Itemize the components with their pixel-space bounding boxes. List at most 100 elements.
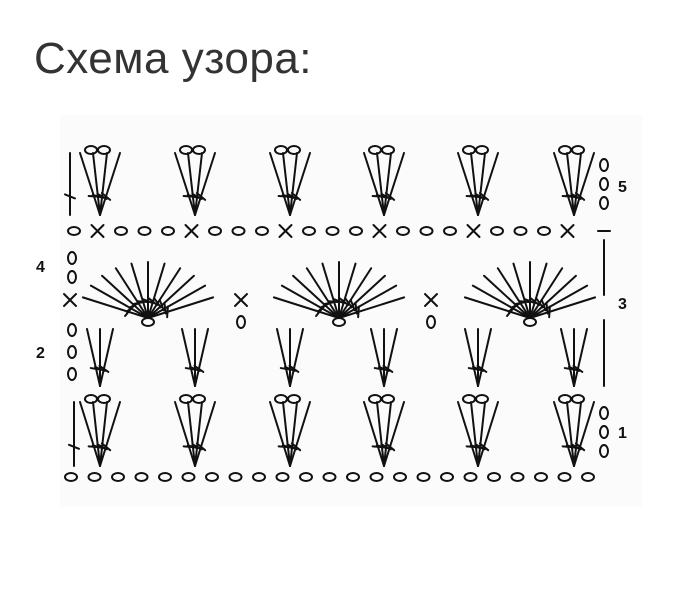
row-label-2: 2 [36,345,45,362]
double-crochet [572,328,588,387]
foundation-chain [510,472,525,482]
chain-stitch [161,226,175,236]
row-label-3: 3 [618,296,627,313]
double-crochet [194,401,216,467]
foundation-chain [463,472,478,482]
single-crochet [372,224,387,238]
foundation-chain [87,472,102,482]
chain-stitch [475,394,489,404]
chain-stitch [332,317,346,327]
chain-stitch [443,226,457,236]
chain-stitch [537,226,551,236]
chain-stitch [84,145,98,155]
row-label-1: 1 [618,425,627,442]
chain-stitch [558,145,572,155]
single-crochet [560,224,575,238]
chain-stitch [513,226,528,236]
chain-stitch [179,394,193,404]
turning-chain [67,251,77,265]
foundation-chain [322,472,337,482]
chain-stitch [349,226,363,236]
double-crochet [289,152,311,216]
foundation-chain [205,472,219,482]
chain-stitch [67,226,81,236]
foundation-chain [111,472,125,482]
double-crochet [378,328,390,387]
chain-stitch [137,226,152,236]
double-crochet [284,328,296,387]
turning-chain [599,158,609,172]
double-crochet [142,261,154,319]
row-label-4: 4 [36,259,45,276]
foundation-chain [416,472,431,482]
double-crochet [321,262,341,319]
chain-stitch [419,226,434,236]
chain-stitch [381,394,395,404]
turning-chain [599,406,609,420]
chain-stitch [523,317,537,327]
foundation-chain [158,472,172,482]
chain-stitch [97,394,111,404]
page-title: Схема узора: [34,34,313,83]
foundation-chain [275,472,290,482]
foundation-chain [487,472,501,482]
chain-stitch [325,226,340,236]
turning-chain [599,444,609,458]
foundation-chain [581,472,595,482]
chain-stitch [475,145,489,155]
chain-stitch [141,317,155,327]
chain-stitch [179,145,193,155]
single-crochet [184,224,199,238]
foundation-chain [393,472,407,482]
chain-stitch [302,226,316,236]
double-crochet [68,401,80,467]
double-crochet [382,328,398,387]
foundation-chain [534,472,548,482]
single-crochet [278,224,293,238]
chain-stitch [368,394,382,404]
chain-stitch [381,145,395,155]
double-crochet [338,262,357,319]
double-crochet [333,261,345,319]
chain-stitch [287,394,301,404]
double-crochet [476,328,492,387]
chain-stitch [426,315,436,329]
foundation-chain [299,472,313,482]
chain-stitch [114,226,128,236]
double-crochet [289,401,311,467]
turning-chain [599,177,609,191]
chain-stitch [192,394,206,404]
chain-stitch [558,394,572,404]
foundation-chain [252,472,266,482]
foundation-chain [346,472,360,482]
chain-stitch [396,226,410,236]
double-crochet [472,328,484,387]
foundation-chain [228,472,243,482]
double-crochet [383,152,405,216]
double-crochet [383,401,405,467]
chain-stitch [274,145,288,155]
double-crochet [99,401,121,467]
chain-stitch [462,394,476,404]
double-crochet [94,328,106,387]
chain-stitch [255,226,269,236]
double-crochet [147,296,215,319]
chain-stitch [571,145,585,155]
double-crochet [98,328,114,387]
chain-stitch [84,394,98,404]
turning-chain [67,345,77,359]
chain-stitch [97,145,111,155]
chain-stitch [208,226,222,236]
single-crochet [234,293,248,307]
row-label-5: 5 [618,179,627,196]
single-crochet [63,293,77,307]
double-crochet [573,401,595,467]
double-crochet [189,328,201,387]
double-crochet [524,261,536,319]
double-crochet [573,152,595,216]
foundation-chain [134,472,149,482]
double-crochet [147,262,166,319]
double-crochet [529,296,597,319]
single-crochet [466,224,481,238]
